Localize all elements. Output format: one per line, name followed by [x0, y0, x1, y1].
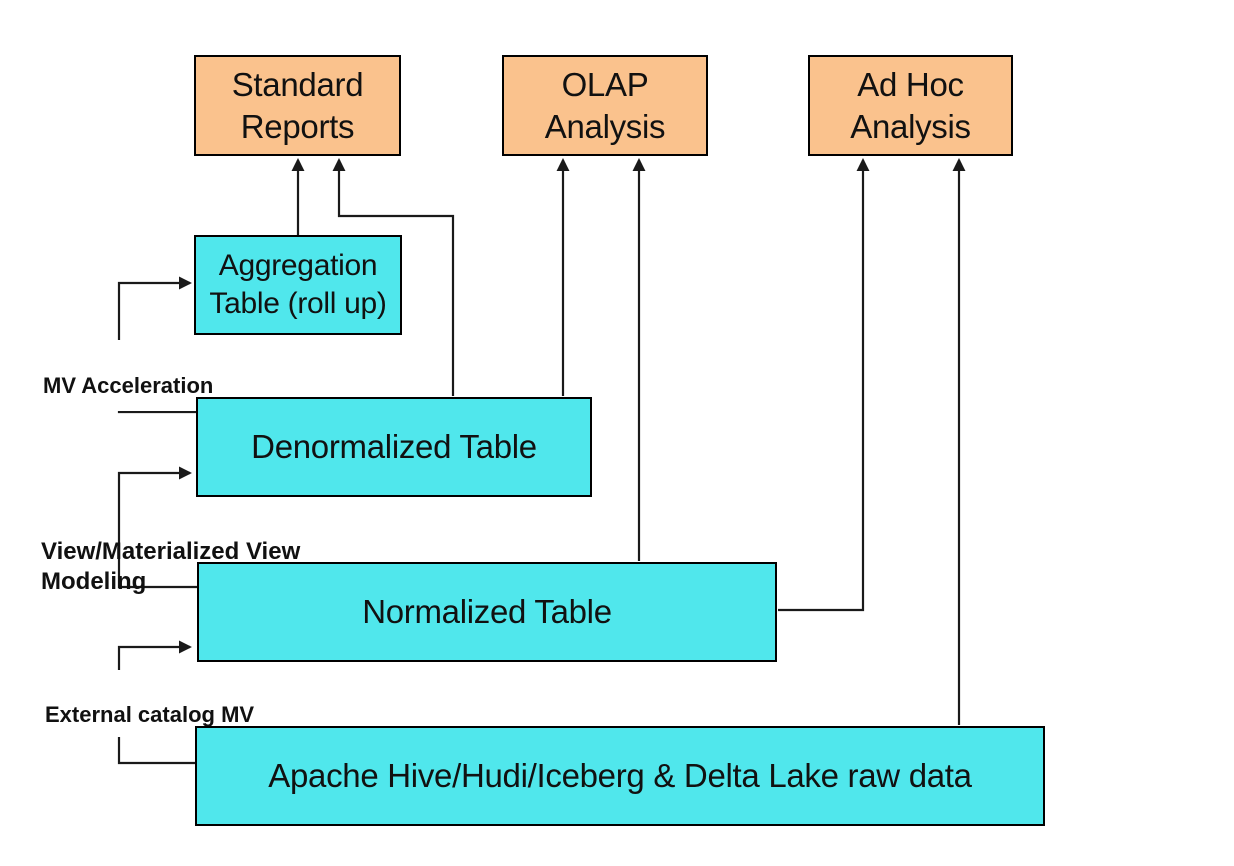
- node-label: Normalized Table: [362, 593, 612, 630]
- edge-label-text: MV Acceleration: [43, 373, 214, 398]
- node-label: Standard Reports: [231, 65, 364, 145]
- node-adhoc-analysis: Ad Hoc Analysis: [808, 55, 1013, 156]
- arrow-normalized-to-adhoc: [778, 158, 870, 612]
- edge-label-text: External catalog MV: [45, 702, 255, 727]
- node-aggregation-table: Aggregation Table (roll up): [194, 235, 402, 335]
- node-label: Apache Hive/Hudi/Iceberg & Delta Lake ra…: [268, 757, 972, 794]
- node-denormalized-table: Denormalized Table: [196, 397, 592, 497]
- node-label: Denormalized Table: [251, 428, 537, 465]
- edge-label-external-catalog-mv: External catalog MV: [42, 670, 258, 737]
- edge-label-mv-acceleration: MV Acceleration: [40, 340, 217, 411]
- node-normalized-table: Normalized Table: [197, 562, 777, 662]
- node-label: Ad Hoc Analysis: [850, 65, 971, 145]
- node-standard-reports: Standard Reports: [194, 55, 401, 156]
- node-raw-data: Apache Hive/Hudi/Iceberg & Delta Lake ra…: [195, 726, 1045, 826]
- edge-label-text: View/Materialized View Modeling: [41, 538, 301, 595]
- node-olap-analysis: OLAP Analysis: [502, 55, 708, 156]
- node-label: Aggregation Table (roll up): [209, 249, 387, 320]
- arrow-normalized-to-denormalized: [117, 466, 198, 589]
- arrow-denormalized-to-standard-reports: [332, 158, 455, 396]
- node-label: OLAP Analysis: [544, 65, 666, 145]
- edge-label-view-mv-modeling: View/Materialized View Modeling: [41, 507, 300, 597]
